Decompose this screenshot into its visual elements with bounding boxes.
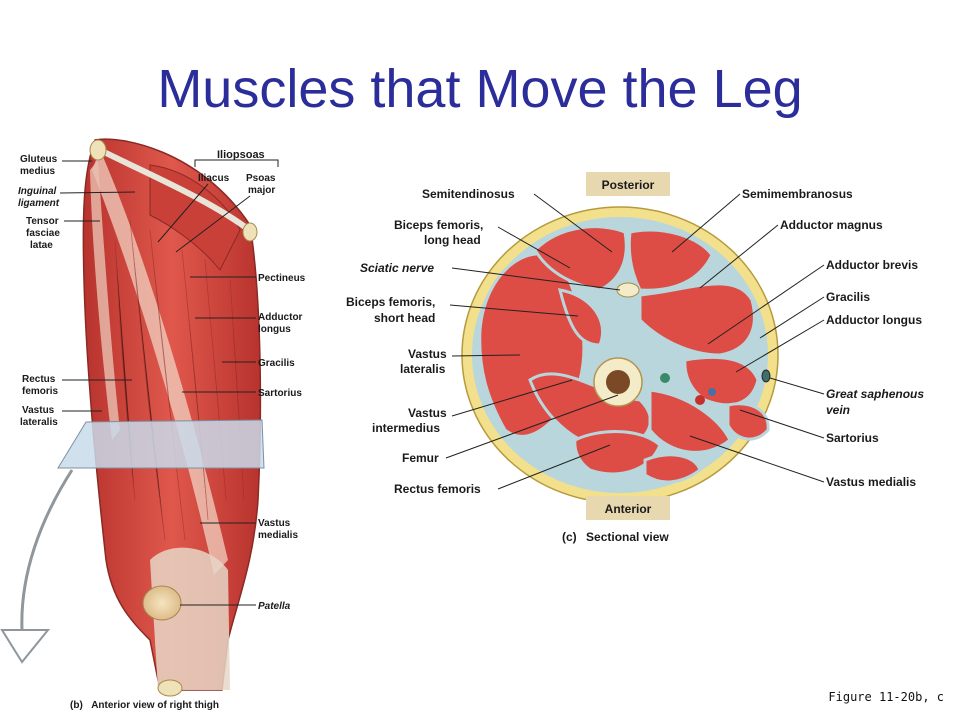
leader-iliacus (157, 183, 209, 243)
leader-sartorius-section (739, 409, 825, 439)
thigh-caption: (b) Anterior view of right thigh (70, 700, 219, 711)
leader-femur (445, 394, 619, 459)
label-vastus-medialis-section: Vastus medialis (826, 475, 916, 489)
leader-inguinal-ligament (59, 191, 136, 194)
label-rectus-femoris-thigh: Rectus femoris (22, 374, 59, 397)
label-vastus-lateralis-thigh: Vastus lateralis (20, 405, 58, 428)
leader-gracilis-section (759, 296, 825, 339)
leader-biceps-long-head (497, 226, 571, 269)
figure-reference: Figure 11-20b, c (828, 690, 944, 704)
leader-semitendinosus (533, 193, 613, 253)
iliopsoas-bracket (194, 159, 279, 167)
leader-biceps-short-head (449, 304, 579, 317)
label-gracilis-thigh: Gracilis (258, 358, 295, 369)
label-sartorius-thigh: Sartorius (258, 388, 302, 399)
cross-section-drawing (461, 206, 779, 504)
label-inguinal-ligament: Inguinal ligament (18, 186, 60, 209)
label-femur: Femur (402, 451, 439, 465)
posterior-label: Posterior (602, 178, 655, 192)
label-semitendinosus: Semitendinosus (422, 187, 515, 201)
label-sciatic-nerve: Sciatic nerve (360, 261, 434, 275)
label-biceps-short-head: Biceps femoris, short head (346, 295, 439, 325)
label-sartorius-section: Sartorius (826, 431, 879, 445)
label-psoas-major: Psoas major (246, 173, 278, 196)
label-adductor-longus-thigh: Adductor longus (258, 312, 305, 335)
label-adductor-magnus: Adductor magnus (780, 218, 883, 232)
label-great-saphenous-vein: Great saphenous vein (826, 387, 927, 417)
leader-sciatic-nerve (451, 267, 621, 291)
anterior-badge (586, 496, 670, 520)
leader-vastus-lateralis-section (451, 354, 521, 357)
label-tensor-fasciae-latae: Tensor fasciae latae (26, 216, 63, 251)
label-adductor-longus-section: Adductor longus (826, 313, 922, 327)
leader-adductor-magnus (699, 224, 779, 289)
leader-psoas-major (175, 195, 251, 253)
label-vastus-lateralis-section: Vastus lateralis (400, 347, 450, 376)
leader-semimembranosus (671, 193, 741, 253)
label-biceps-long-head: Biceps femoris, long head (394, 218, 487, 247)
label-patella: Patella (258, 601, 291, 612)
label-semimembranosus: Semimembranosus (742, 187, 853, 201)
label-vastus-intermedius: Vastus intermedius (372, 406, 450, 435)
label-pectineus: Pectineus (258, 273, 306, 284)
section-caption: (c) Sectional view (562, 530, 669, 544)
label-iliacus: Iliacus (198, 173, 230, 184)
slide-title: Muscles that Move the Leg (157, 59, 803, 119)
leader-vastus-medialis-section (689, 435, 825, 483)
anterior-label: Anterior (605, 502, 652, 516)
label-gluteus-medius: Gluteus medius (20, 154, 60, 177)
label-rectus-femoris-section: Rectus femoris (394, 482, 481, 496)
label-vastus-medialis-thigh: Vastus medialis (258, 518, 298, 541)
iliopsoas-label: Iliopsoas (217, 149, 265, 161)
leader-rectus-femoris-section (497, 444, 611, 490)
label-gracilis-section: Gracilis (826, 290, 870, 304)
posterior-badge (586, 172, 670, 196)
leader-adductor-brevis (707, 264, 825, 345)
label-adductor-brevis: Adductor brevis (826, 258, 918, 272)
leader-vastus-intermedius (451, 379, 573, 417)
leader-adductor-longus-section (735, 319, 825, 373)
leader-great-saphenous-vein (769, 377, 825, 395)
